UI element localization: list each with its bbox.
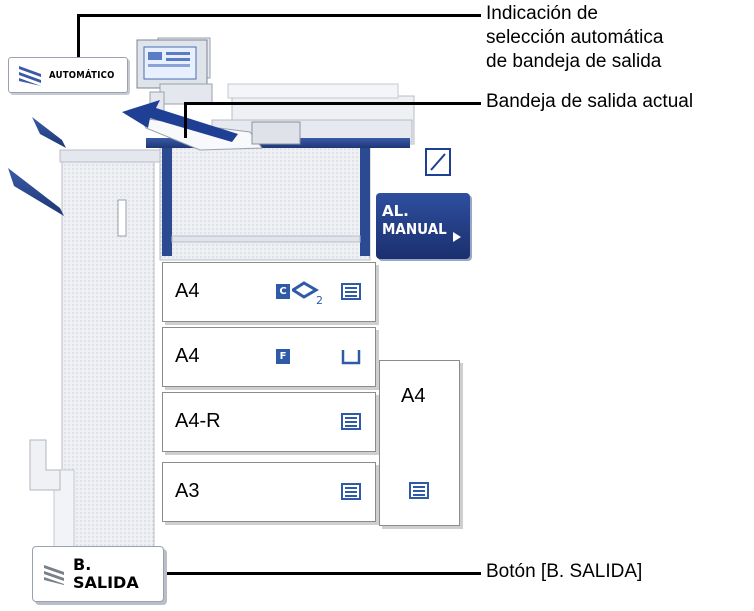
paper-stack-icon: [409, 482, 429, 499]
paper-stack-icon: [341, 413, 361, 430]
manual-label-line2: MANUAL: [382, 220, 447, 238]
callout-line-auto: [77, 14, 481, 17]
tray-badge-f: F: [276, 349, 290, 364]
tray-size: A3: [175, 480, 200, 502]
tray-1[interactable]: A4 C 2: [162, 262, 376, 322]
callout-line-current: [184, 102, 481, 105]
document-icon: [425, 148, 451, 176]
tray-4[interactable]: A3: [162, 462, 376, 522]
paper-stack-icon: [341, 283, 361, 300]
bypass-tray-size: A4: [401, 385, 426, 407]
manual-feed-button[interactable]: AL. MANUAL: [376, 193, 470, 259]
tray-3[interactable]: A4-R: [162, 392, 376, 452]
tray-stack-quantity-icon: 2: [292, 281, 323, 305]
output-tray-button[interactable]: B. SALIDA: [32, 546, 164, 602]
auto-label: AUTOMÁTICO: [49, 69, 115, 81]
auto-output-indicator-button[interactable]: AUTOMÁTICO: [8, 57, 128, 93]
callout-line-current-drop: [184, 102, 187, 138]
tray-size: A4-R: [175, 410, 221, 432]
tray-2[interactable]: A4 F: [162, 327, 376, 387]
callout-salida-button: Botón [B. SALIDA]: [486, 561, 643, 582]
callout-auto-output: Indicación de selección automática de ba…: [486, 3, 664, 72]
empty-tray-icon: [341, 350, 361, 365]
output-tray-icon: [19, 66, 41, 86]
play-arrow-icon: [453, 232, 461, 242]
output-tray-icon: [44, 565, 64, 585]
tray-badge-c: C: [276, 284, 290, 299]
manual-label-line1: AL.: [382, 202, 409, 220]
bypass-tray[interactable]: A4: [379, 360, 460, 526]
callout-line-salida: [162, 572, 481, 575]
tray-size: A4: [175, 280, 200, 302]
salida-label-line1: B.: [73, 555, 92, 574]
callout-line-auto-drop: [77, 14, 80, 58]
tray-size: A4: [175, 345, 200, 367]
salida-label-line2: SALIDA: [73, 573, 139, 592]
paper-stack-icon: [341, 483, 361, 500]
tray-quantity-value: 2: [316, 294, 323, 305]
callout-current-tray: Bandeja de salida actual: [486, 91, 694, 112]
